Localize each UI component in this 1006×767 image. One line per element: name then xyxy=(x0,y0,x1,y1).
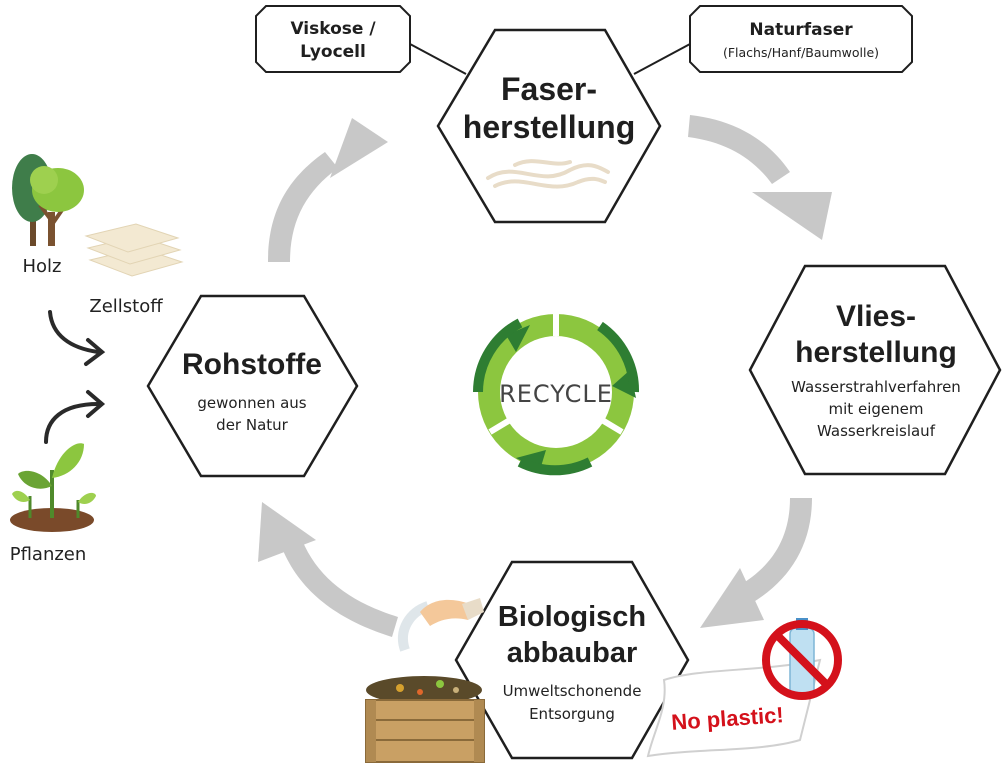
viskose-line-2: Lyocell xyxy=(300,42,366,62)
compost-crate-icon xyxy=(365,598,485,763)
hex-faserherstellung: Faser- herstellung xyxy=(436,28,662,224)
recycle-arrowhead-1 xyxy=(506,325,530,352)
hex-rohstoffe: Rohstoffe gewonnen aus der Natur xyxy=(146,294,359,478)
tag-shape xyxy=(689,5,913,73)
pflanzen-label: Pflanzen xyxy=(10,544,87,565)
plant-sprout-icon xyxy=(10,443,96,532)
arrow-pflanzen-head xyxy=(86,390,106,418)
fiber-wisp-icon xyxy=(486,159,610,189)
hex-biologisch-abbaubar: Biologisch abbaubar Umweltschonende Ents… xyxy=(454,560,690,760)
hex-shape xyxy=(454,560,690,760)
recycle-dark-band-2 xyxy=(597,321,640,393)
trees-icon xyxy=(12,154,84,246)
naturfaser-line-1: Naturfaser xyxy=(749,20,853,40)
faser-title-line-2: herstellung xyxy=(463,109,635,145)
faser-title-line-1: Faser- xyxy=(501,71,597,107)
no-plastic-bottle-icon xyxy=(762,618,842,700)
recycle-label: RECYCLE xyxy=(499,380,613,408)
arrow-rohstoffe-to-faser xyxy=(268,118,388,262)
tag-naturfaser: Naturfaser (Flachs/Hanf/Baumwolle) xyxy=(689,5,913,73)
cycle-arrows xyxy=(258,115,832,637)
recycle-dark-band-1 xyxy=(473,318,523,393)
rohstoffe-title: Rohstoffe xyxy=(182,348,322,381)
hex-shape xyxy=(146,294,359,478)
arrow-pflanzen-to-rohstoffe xyxy=(44,402,100,444)
arrow-bio-to-rohstoffe xyxy=(258,502,398,637)
connector-naturfaser xyxy=(633,43,691,75)
recycle-dark-band-3 xyxy=(517,457,593,476)
vlies-title-line-1: Vlies- xyxy=(836,300,916,333)
arrow-holz-head xyxy=(84,338,106,366)
arrow-holz-to-rohstoffe xyxy=(48,310,100,354)
arrow-vlies-to-bio xyxy=(700,498,812,628)
bio-sub-line-2: Entsorgung xyxy=(529,705,615,723)
tag-shape xyxy=(255,5,411,73)
bio-title-line-1: Biologisch xyxy=(498,601,646,633)
tag-connectors xyxy=(409,43,691,75)
vlies-sub-line-2: mit eigenem xyxy=(829,400,924,418)
source-arrows xyxy=(44,310,106,444)
holz-label: Holz xyxy=(23,256,62,277)
vlies-title-line-2: herstellung xyxy=(795,336,957,369)
rohstoffe-sub-line-2: der Natur xyxy=(216,416,288,434)
zellstoff-label: Zellstoff xyxy=(89,296,163,317)
hex-vliesherstellung: Vlies- herstellung Wasserstrahlverfahren… xyxy=(748,264,1002,476)
vlies-sub-line-3: Wasserkreislauf xyxy=(817,422,936,440)
bio-sub-line-1: Umweltschonende xyxy=(503,682,642,700)
naturfaser-line-2: (Flachs/Hanf/Baumwolle) xyxy=(723,45,879,60)
tag-viskose-lyocell: Viskose / Lyocell xyxy=(255,5,411,73)
connector-viskose xyxy=(409,43,467,75)
bio-title-line-2: abbaubar xyxy=(507,637,638,669)
recycle-icon: RECYCLE xyxy=(473,314,640,476)
viskose-line-1: Viskose / xyxy=(290,19,376,39)
pulp-sheets-icon xyxy=(84,223,184,277)
arrow-faser-to-vlies xyxy=(688,115,832,240)
vlies-sub-line-1: Wasserstrahlverfahren xyxy=(791,378,961,396)
hex-shape xyxy=(748,264,1002,476)
rohstoffe-sub-line-1: gewonnen aus xyxy=(197,394,306,412)
